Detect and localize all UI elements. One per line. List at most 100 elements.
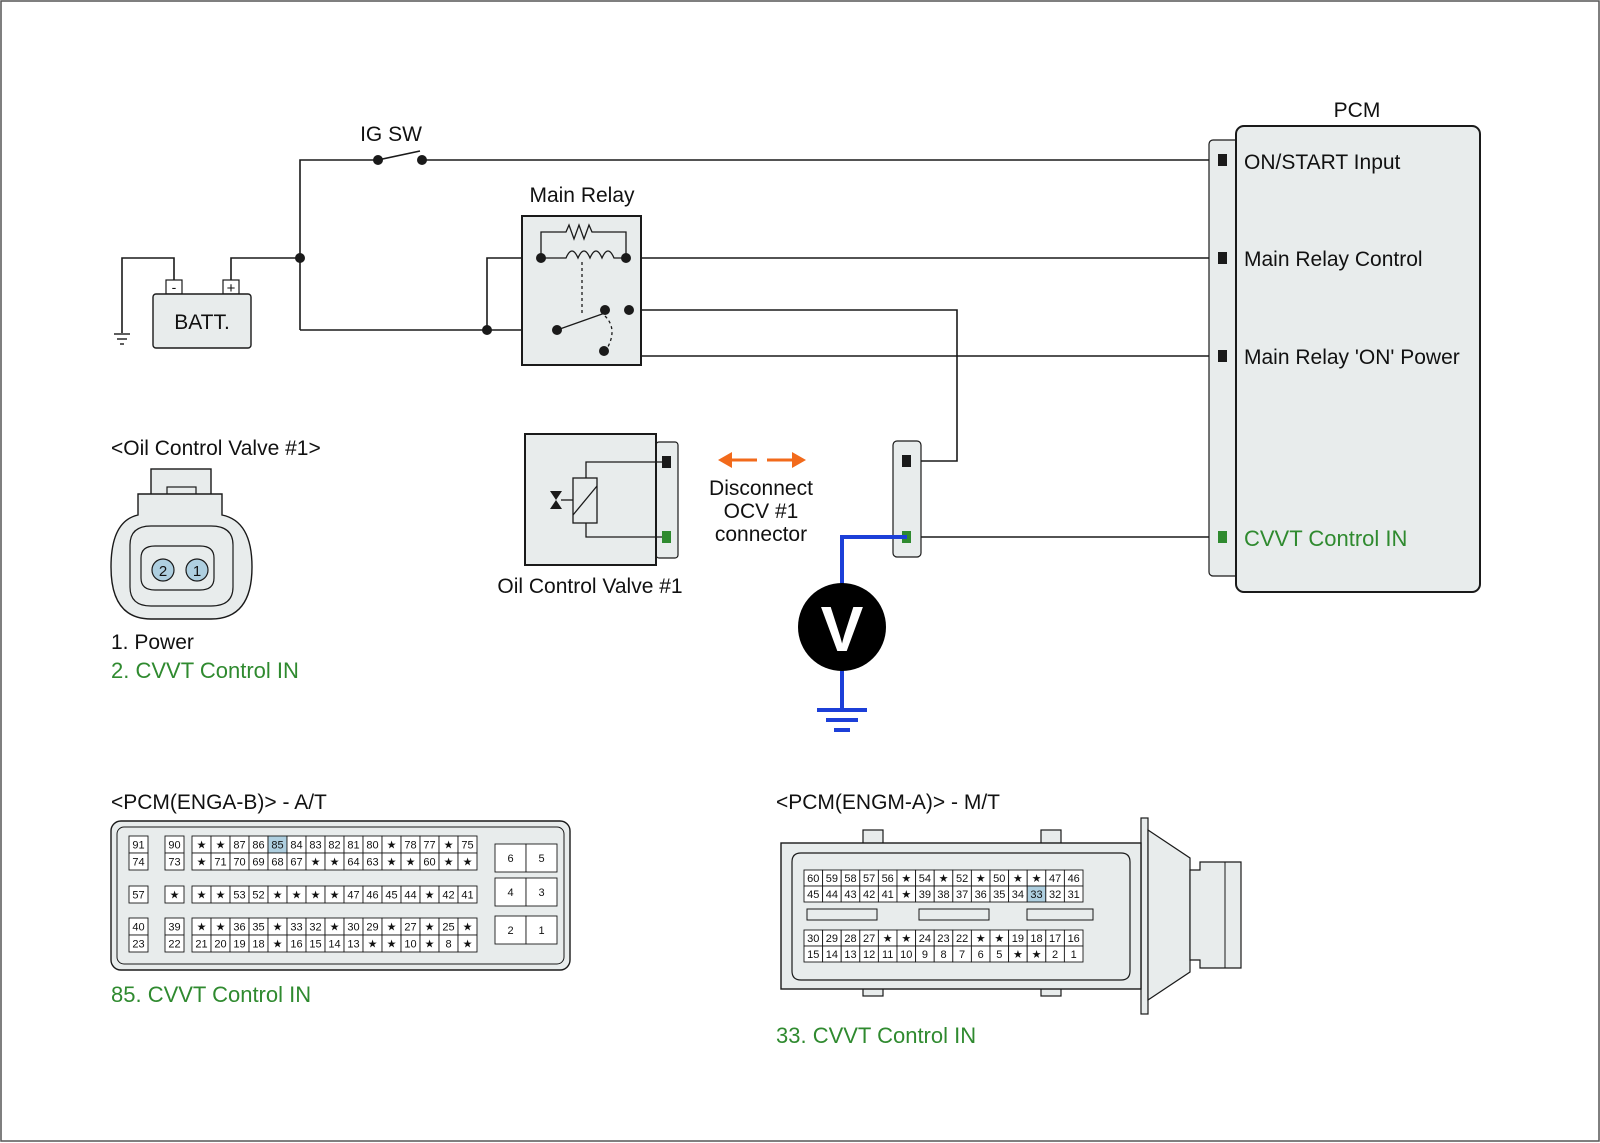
voltmeter-probe: V [798, 535, 907, 732]
at-pin-label: ★ [311, 890, 321, 902]
at-pin-label: ★ [330, 890, 340, 902]
mt-pin-label: 8 [940, 949, 946, 961]
at-pin-label: ★ [425, 890, 435, 902]
main-relay [521, 215, 642, 366]
at-pin-label: ★ [444, 857, 454, 869]
at-pin-label: 19 [233, 939, 245, 951]
ocv-pin-desc-2: 2. CVVT Control IN [111, 658, 299, 683]
at-pin-label: 22 [168, 939, 180, 951]
pcm-pin-main-relay-control [1218, 252, 1227, 264]
mt-pin-label: 31 [1068, 889, 1080, 901]
mt-pin-label: 1 [1071, 949, 1077, 961]
mt-pin-label: ★ [1013, 873, 1023, 885]
at-pin-label: 13 [347, 939, 359, 951]
oil-control-valve-component [524, 433, 679, 566]
at-pin-label: 35 [252, 922, 264, 934]
at-pin-label: 90 [168, 840, 180, 852]
at-pin-cell [525, 915, 558, 945]
mt-pin-label: ★ [901, 873, 911, 885]
mt-pin-label: ★ [976, 873, 986, 885]
at-pin-label: 67 [290, 857, 302, 869]
mt-pin-label: 57 [863, 873, 875, 885]
at-pin-cell [457, 885, 478, 904]
ocv-pin-cvvt [662, 531, 671, 543]
at-pin-label: 16 [290, 939, 302, 951]
at-pin-cell [457, 934, 478, 953]
mt-pin-label: 27 [863, 933, 875, 945]
at-pin-label: ★ [216, 890, 226, 902]
at-pin-label: ★ [273, 922, 283, 934]
mt-pin-label: ★ [976, 933, 986, 945]
mt-pin-label: 36 [975, 889, 987, 901]
ocv-pin-1-label: 1 [193, 563, 201, 580]
at-pin-label: 71 [214, 857, 226, 869]
at-pin-label: 33 [290, 922, 302, 934]
at-pin-label: 80 [366, 840, 378, 852]
ig-switch-label: IG SW [360, 123, 422, 146]
at-pin-label: ★ [197, 922, 207, 934]
pcm-cvvt-control-label: CVVT Control IN [1244, 526, 1407, 551]
at-connector-title: <PCM(ENGA-B)> - A/T [111, 791, 327, 814]
at-pin-label: 84 [290, 840, 302, 852]
voltmeter-ground-symbol [817, 708, 867, 732]
at-pin-label: ★ [463, 857, 473, 869]
at-pin-label: 2 [507, 925, 513, 937]
battery-ground-symbol [114, 333, 130, 345]
disconnect-arrows [718, 452, 806, 468]
mt-pin-label: 16 [1068, 933, 1080, 945]
at-pin-label: 81 [347, 840, 359, 852]
mt-pin-label: 7 [959, 949, 965, 961]
at-pin-label: 86 [252, 840, 264, 852]
main-relay-on-power-wire [628, 310, 1225, 357]
at-pin-label: ★ [311, 857, 321, 869]
at-pin-label: 23 [132, 939, 144, 951]
harness-connector [892, 440, 922, 558]
at-pin-label: 10 [404, 939, 416, 951]
ocv-connector-title: <Oil Control Valve #1> [111, 437, 321, 460]
mt-pin-label: 18 [1030, 933, 1042, 945]
mt-pin-label: 11 [882, 949, 893, 961]
pcm-main-relay-on-power-label: Main Relay 'ON' Power [1244, 346, 1460, 369]
at-pin-label: 6 [507, 853, 513, 865]
at-pin-label: ★ [463, 939, 473, 951]
at-pin-label: ★ [216, 840, 226, 852]
mt-pin-label: 2 [1052, 949, 1058, 961]
mt-pin-label: 14 [826, 949, 838, 961]
mt-pin-label: 47 [1049, 873, 1061, 885]
mt-pin-label: 50 [993, 873, 1005, 885]
at-pin-cell [164, 934, 185, 953]
mt-pin-label: 58 [844, 873, 856, 885]
battery-label: BATT. [174, 311, 230, 334]
at-pin-cell [525, 843, 558, 873]
at-pin-label: 52 [252, 890, 264, 902]
at-pin-cell [494, 843, 527, 873]
at-pin-label: ★ [387, 857, 397, 869]
at-pin-label: 69 [252, 857, 264, 869]
at-pin-label: 75 [461, 840, 473, 852]
mt-pin-label: ★ [1032, 949, 1042, 961]
at-pin-label: 40 [132, 922, 144, 934]
at-pin-label: 63 [366, 857, 378, 869]
mt-pin-label: 52 [956, 873, 968, 885]
harness-pin-power [902, 455, 911, 467]
at-pin-label: 45 [385, 890, 397, 902]
at-pin-label: 4 [507, 887, 513, 899]
mt-pin-label: 5 [996, 949, 1002, 961]
at-pin-label: ★ [197, 890, 207, 902]
disconnect-label-line3: connector [715, 523, 807, 546]
at-pin-label: ★ [387, 939, 397, 951]
at-pin-label: 87 [233, 840, 245, 852]
at-pin-cell [525, 877, 558, 907]
at-pin-label: 46 [366, 890, 378, 902]
mt-pin-label: ★ [1013, 949, 1023, 961]
mt-pin-label: 45 [807, 889, 819, 901]
mt-pin-label: 56 [882, 873, 894, 885]
ocv-connector-face: 2 1 [110, 468, 253, 620]
at-pin-label: 68 [271, 857, 283, 869]
at-pin-label: 20 [214, 939, 226, 951]
at-pin-description: 85. CVVT Control IN [111, 982, 311, 1007]
